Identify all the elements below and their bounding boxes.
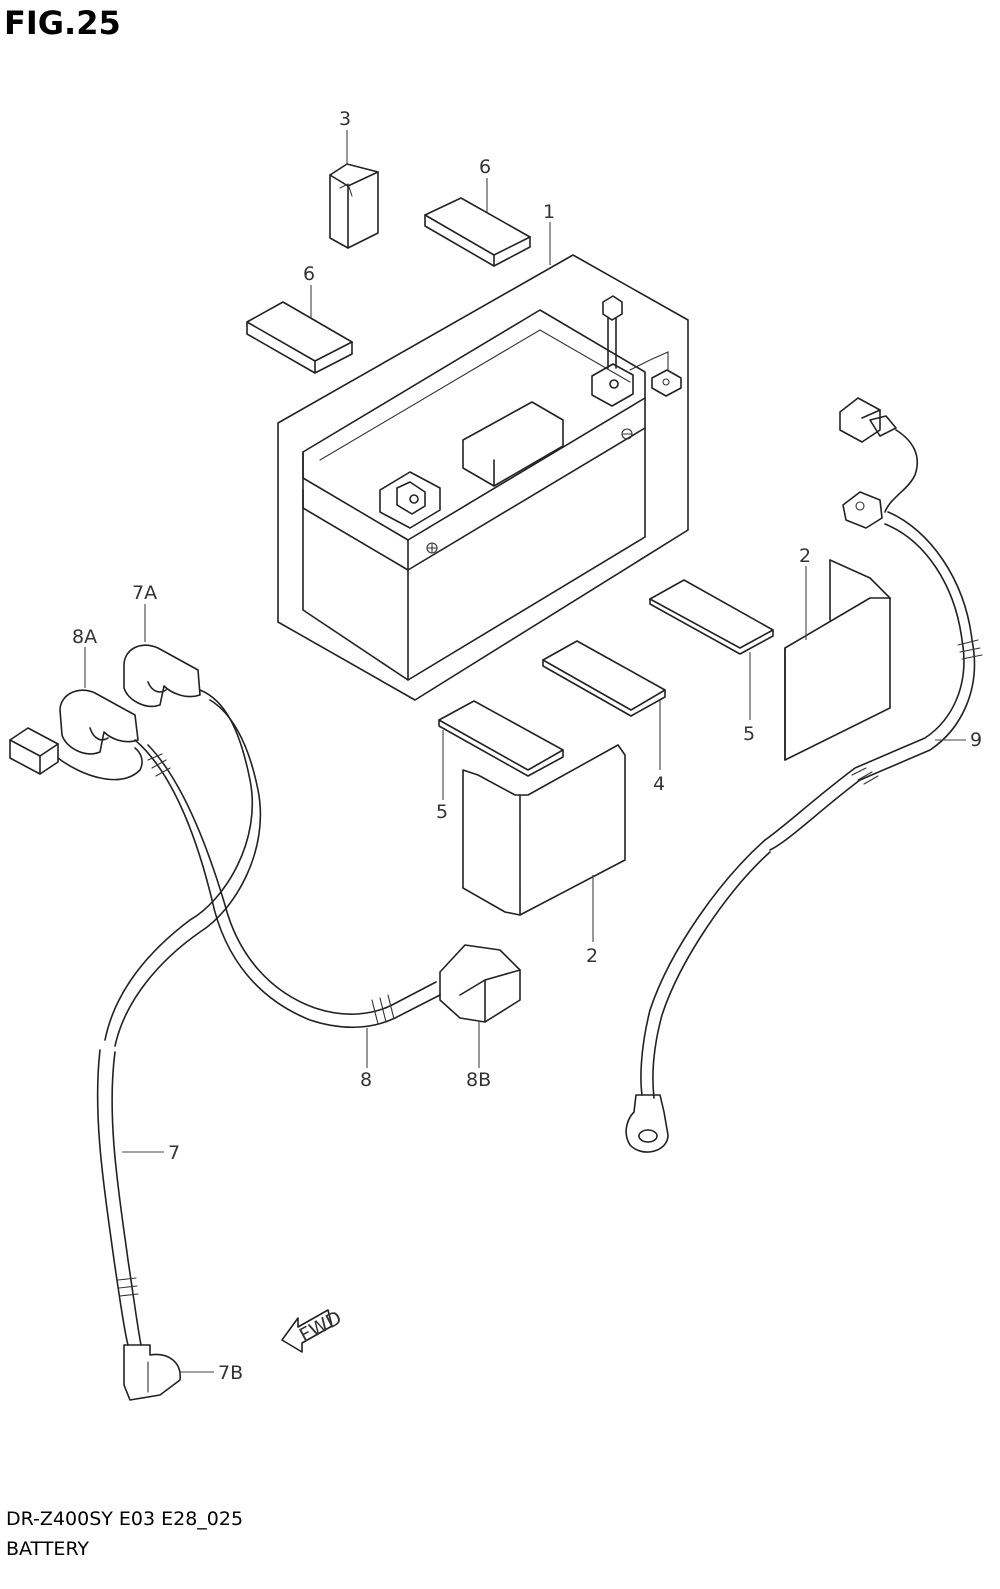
leader-lines bbox=[84, 130, 966, 1373]
part-9-cable bbox=[625, 397, 983, 1153]
part-2-case-right bbox=[784, 559, 891, 761]
battery-assembly bbox=[277, 254, 689, 701]
callout-labels: 3 6 1 6 2 5 2 5 4 9 7A 8A 8 8B 7 7B bbox=[72, 108, 982, 1384]
callout-3: 3 bbox=[339, 108, 351, 130]
part-6-pad-upper bbox=[424, 197, 531, 267]
part-5-pad-right bbox=[649, 579, 774, 655]
footer-section: BATTERY bbox=[6, 1538, 90, 1560]
part-7-cable bbox=[96, 644, 262, 1401]
callout-1: 1 bbox=[543, 201, 555, 223]
figure-title: FIG.25 bbox=[4, 4, 121, 42]
part-2-case-lower bbox=[462, 744, 626, 916]
part-4-pad bbox=[542, 640, 666, 717]
callout-7: 7 bbox=[168, 1142, 180, 1164]
callout-7a: 7A bbox=[132, 582, 157, 604]
callout-7b: 7B bbox=[218, 1362, 243, 1384]
callout-9: 9 bbox=[970, 729, 982, 751]
callout-8a: 8A bbox=[72, 626, 97, 648]
callout-2-lower: 2 bbox=[586, 945, 598, 967]
fwd-arrow-icon: FWD bbox=[281, 1307, 345, 1353]
part-3-pad bbox=[329, 163, 379, 249]
part-6-pad-lower bbox=[246, 301, 353, 374]
callout-4: 4 bbox=[653, 773, 665, 795]
callout-2-right: 2 bbox=[799, 545, 811, 567]
callout-8: 8 bbox=[360, 1069, 372, 1091]
part-5-pad-left bbox=[438, 700, 564, 777]
fwd-label: FWD bbox=[296, 1307, 345, 1347]
callout-6-lower: 6 bbox=[303, 263, 315, 285]
callout-6-upper: 6 bbox=[479, 156, 491, 178]
callout-8b: 8B bbox=[466, 1069, 491, 1091]
callout-5-right: 5 bbox=[743, 723, 755, 745]
part-8-cable bbox=[9, 689, 521, 1029]
footer-model: DR-Z400SY E03 E28_025 bbox=[6, 1508, 244, 1530]
callout-5-left: 5 bbox=[436, 801, 448, 823]
